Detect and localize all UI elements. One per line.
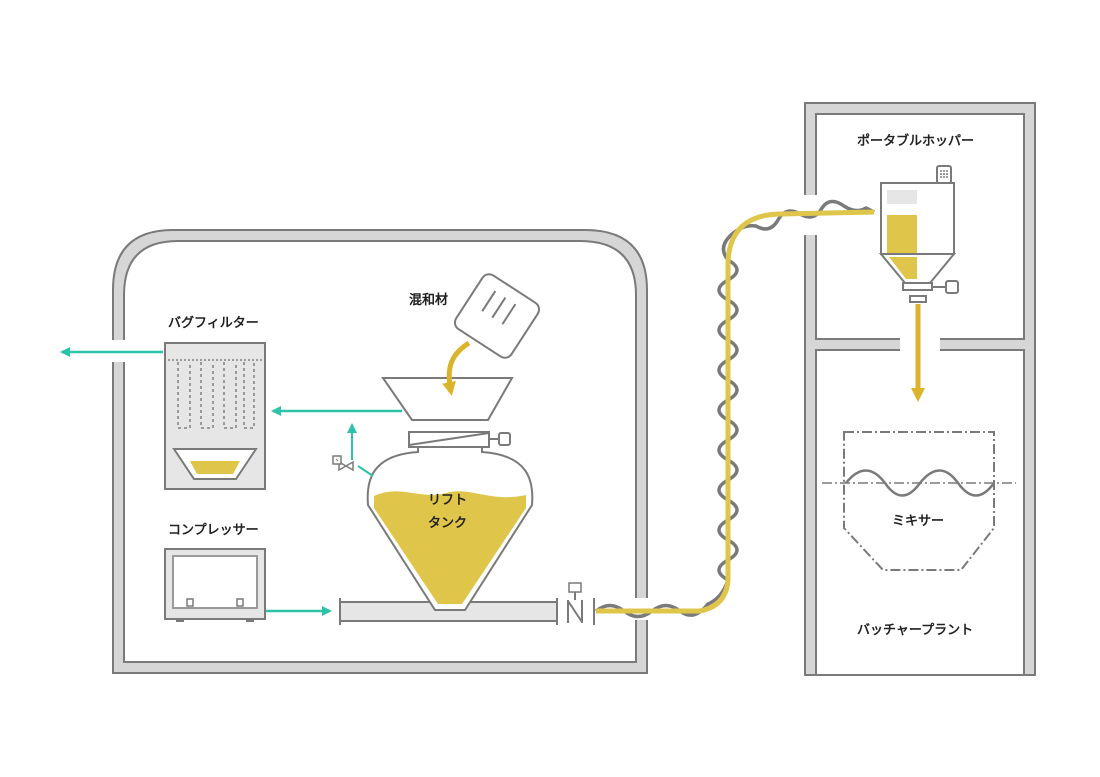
- material-pour-arrow: [442, 340, 471, 396]
- label-compressor: コンプレッサー: [168, 523, 259, 538]
- filter-bag: [200, 362, 214, 429]
- material-bag: [453, 273, 541, 359]
- mixer-agitator: [845, 469, 996, 497]
- lift-tank: [366, 446, 534, 611]
- air-line-to-valve: [357, 465, 374, 477]
- bag-filter: [164, 342, 266, 490]
- label-lift-tank-1: リフト: [428, 493, 467, 508]
- label-bag-filter: バグフィルター: [168, 315, 259, 331]
- label-lift-tank-2: タンク: [428, 516, 467, 531]
- filter-bag: [243, 362, 255, 429]
- label-mixed-material: 混和材: [409, 292, 448, 308]
- label-mixer: ミキサー: [892, 514, 944, 529]
- outlet-valve: [567, 582, 595, 625]
- inlet-funnel: [381, 377, 514, 421]
- portable-hopper: [878, 165, 959, 303]
- lift-tank-material: [374, 491, 526, 604]
- label-batcher-plant: バッチャープラント: [857, 623, 973, 638]
- conveying-hose: [594, 199, 875, 619]
- label-portable-hopper: ポータブルホッパー: [857, 133, 974, 149]
- mixer: [822, 431, 1016, 571]
- air-valve: [332, 455, 354, 472]
- inlet-valve-actuator: [498, 432, 511, 446]
- filter-bag: [177, 362, 191, 429]
- filter-bag: [223, 362, 237, 429]
- filter-dust: [190, 461, 240, 474]
- compressor: [164, 548, 266, 622]
